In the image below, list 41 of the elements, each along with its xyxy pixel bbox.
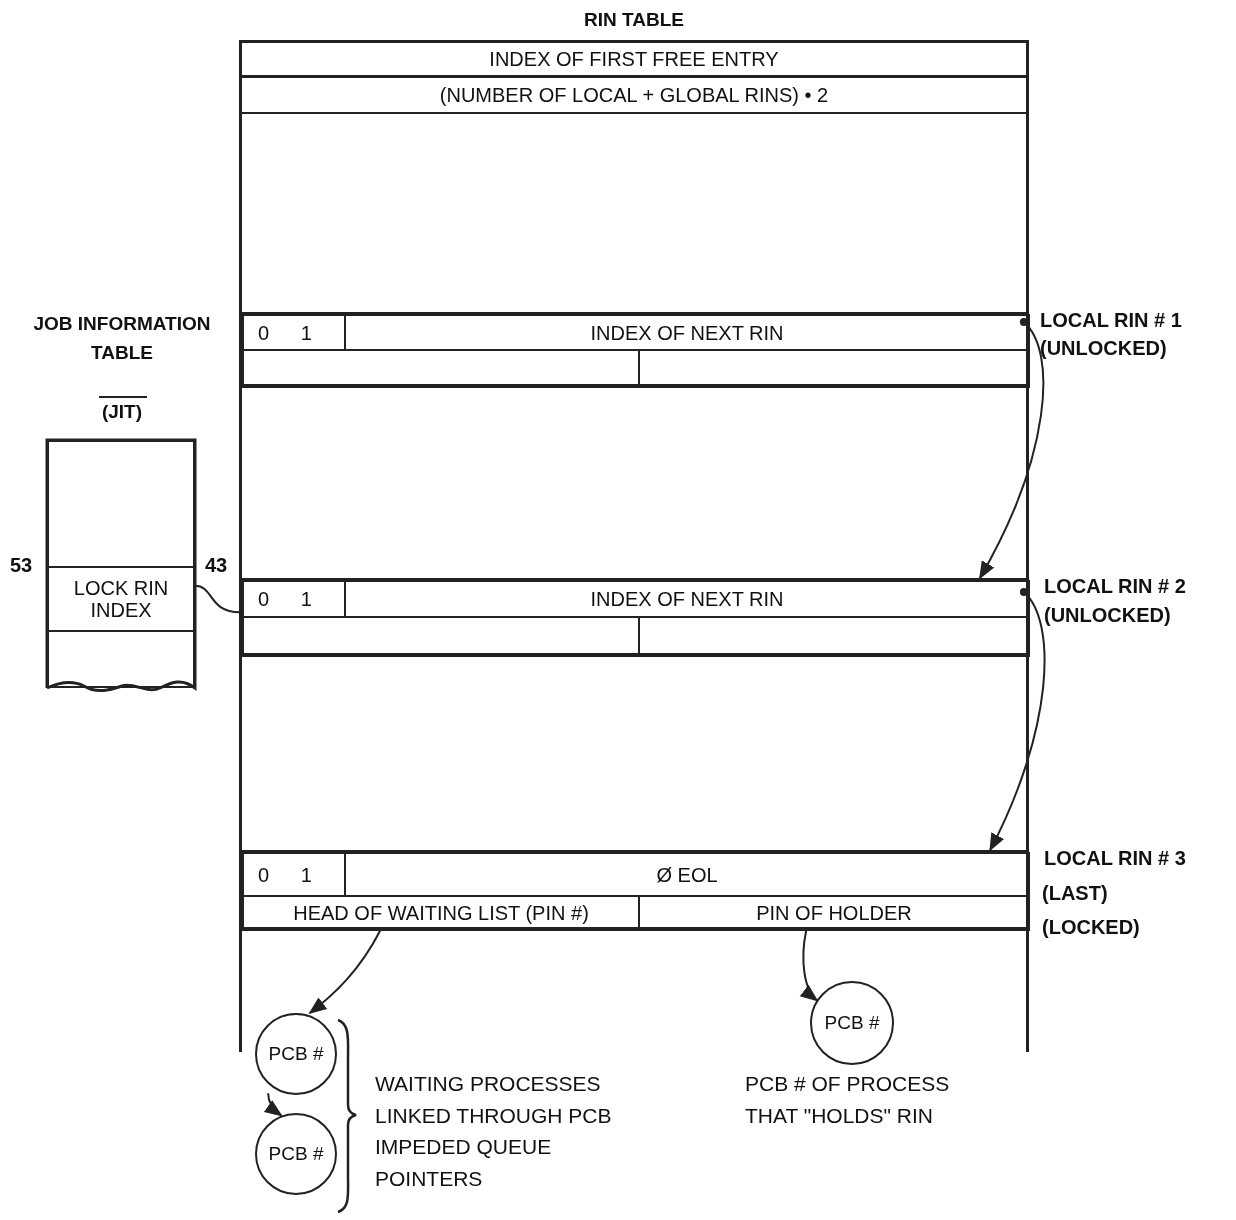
arrow bbox=[263, 1092, 283, 1117]
field-cell: 0 1 bbox=[242, 580, 346, 618]
caption-text: PCB # OF PROCESS THAT "HOLDS" RIN bbox=[745, 1071, 951, 1129]
table-title: (JIT) bbox=[100, 400, 144, 424]
empty-cell bbox=[638, 349, 1030, 388]
pcb-circle: PCB # bbox=[255, 1113, 337, 1195]
entry-label: (UNLOCKED) bbox=[1040, 336, 1167, 361]
entry-label: LOCAL RIN # 1 bbox=[1040, 308, 1182, 333]
field-cell: 0 1 bbox=[242, 314, 346, 351]
table-title: RIN TABLE bbox=[583, 8, 685, 32]
pcb-circle: PCB # bbox=[255, 1013, 337, 1095]
field-cell: 0 1 bbox=[242, 852, 346, 897]
rin-entry bbox=[240, 850, 1028, 929]
entry-label: LOCAL RIN # 3 bbox=[1044, 846, 1186, 871]
field-cell: INDEX OF NEXT RIN bbox=[344, 580, 1030, 618]
arrow bbox=[308, 929, 382, 1015]
empty-cell bbox=[242, 616, 640, 657]
empty-cell bbox=[47, 440, 195, 568]
rin-entry bbox=[240, 578, 1028, 655]
empty-cell bbox=[638, 616, 1030, 657]
arrow bbox=[989, 588, 1046, 852]
field-cell: (NUMBER OF LOCAL + GLOBAL RINS) • 2 bbox=[240, 76, 1028, 114]
field-cell: LOCK RIN INDEX bbox=[47, 566, 195, 632]
offset-number: 43 bbox=[205, 553, 228, 578]
entry-label: (UNLOCKED) bbox=[1044, 603, 1171, 628]
rin-entry bbox=[240, 312, 1028, 386]
entry-label: (LAST) bbox=[1042, 881, 1108, 906]
table-title: JOB INFORMATION TABLE bbox=[32, 312, 212, 365]
arrow bbox=[978, 318, 1045, 580]
empty-cell bbox=[242, 349, 640, 388]
pcb-circle: PCB # bbox=[810, 981, 894, 1065]
empty-cell bbox=[47, 630, 195, 688]
field-cell: HEAD OF WAITING LIST (PIN #) bbox=[242, 895, 640, 931]
field-cell: PIN OF HOLDER bbox=[638, 895, 1030, 931]
field-cell: Ø EOL bbox=[344, 852, 1030, 897]
field-cell: INDEX OF NEXT RIN bbox=[344, 314, 1030, 351]
offset-number: 53 bbox=[10, 553, 33, 578]
entry-label: (LOCKED) bbox=[1042, 915, 1140, 940]
arrow bbox=[800, 929, 819, 1002]
note-text: WAITING PROCESSES LINKED THROUGH PCB IMPEDED QUEUE POINTERS bbox=[375, 1071, 613, 1192]
entry-label: LOCAL RIN # 2 bbox=[1044, 574, 1186, 599]
